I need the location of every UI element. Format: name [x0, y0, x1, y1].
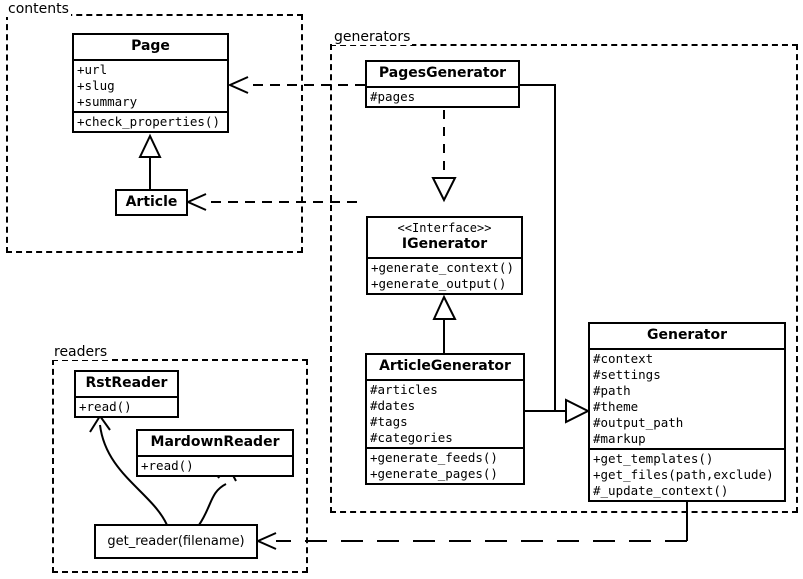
attribute: #dates — [370, 398, 416, 413]
class-articlegenerator[interactable]: ArticleGenerator #articles #dates #tags … — [365, 353, 525, 485]
package-contents — [6, 14, 303, 253]
class-pagesgenerator-attributes: #pages — [367, 86, 518, 106]
class-pagesgenerator[interactable]: PagesGenerator #pages — [365, 60, 520, 108]
attribute: +slug — [77, 78, 115, 93]
function-get-reader[interactable]: get_reader(filename) — [94, 524, 258, 559]
attribute: #pages — [370, 89, 416, 104]
attribute: #articles — [370, 382, 438, 397]
class-rstreader-methods: +read() — [76, 396, 177, 416]
method: #_update_context() — [593, 483, 729, 498]
class-article[interactable]: Article — [115, 189, 188, 216]
method: +get_files(path,exclude) — [593, 467, 774, 482]
method: +generate_context() — [371, 260, 514, 275]
attribute: #categories — [370, 430, 453, 445]
class-page-attributes: +url +slug +summary — [74, 59, 227, 111]
class-articlegenerator-name: ArticleGenerator — [379, 358, 511, 374]
class-generator-attributes: #context #settings #path #theme #output_… — [590, 348, 784, 448]
attribute: #context — [593, 351, 654, 366]
attribute: +summary — [77, 94, 138, 109]
attribute: +url — [77, 62, 108, 77]
function-get-reader-label: get_reader(filename) — [107, 534, 245, 549]
package-generators — [330, 44, 798, 513]
class-generator-name: Generator — [646, 327, 727, 343]
class-articlegenerator-attributes: #articles #dates #tags #categories — [367, 379, 523, 447]
class-igenerator-methods: +generate_context() +generate_output() — [368, 257, 521, 293]
method: +generate_output() — [371, 276, 507, 291]
attribute: #path — [593, 383, 631, 398]
attribute: #markup — [593, 431, 646, 446]
class-markdownreader[interactable]: MardownReader +read() — [136, 429, 294, 477]
class-page-name: Page — [131, 38, 170, 54]
class-page[interactable]: Page +url +slug +summary +check_properti… — [72, 33, 229, 133]
class-rstreader-name: RstReader — [85, 375, 168, 391]
package-generators-label: generators — [332, 29, 413, 45]
class-igenerator-stereotype: <<Interface>> — [397, 221, 492, 235]
class-generator[interactable]: Generator #context #settings #path #them… — [588, 322, 786, 502]
package-readers-label: readers — [52, 344, 110, 360]
class-markdownreader-methods: +read() — [138, 455, 292, 475]
class-generator-methods: +get_templates() +get_files(path,exclude… — [590, 448, 784, 500]
attribute: #settings — [593, 367, 661, 382]
class-articlegenerator-methods: +generate_feeds() +generate_pages() — [367, 447, 523, 483]
package-readers — [52, 359, 308, 573]
method: +read() — [79, 399, 132, 414]
class-article-name: Article — [125, 194, 178, 210]
method: +generate_pages() — [370, 466, 498, 481]
attribute: #output_path — [593, 415, 684, 430]
method: +generate_feeds() — [370, 450, 498, 465]
method: +check_properties() — [77, 114, 220, 129]
class-pagesgenerator-name: PagesGenerator — [378, 65, 507, 81]
class-igenerator-name: IGenerator — [401, 236, 488, 252]
attribute: #theme — [593, 399, 639, 414]
attribute: #tags — [370, 414, 408, 429]
class-markdownreader-name: MardownReader — [150, 434, 280, 450]
class-rstreader[interactable]: RstReader +read() — [74, 370, 179, 418]
method: +get_templates() — [593, 451, 714, 466]
class-igenerator[interactable]: <<Interface>> IGenerator +generate_conte… — [366, 216, 523, 295]
class-page-methods: +check_properties() — [74, 111, 227, 131]
package-contents-label: contents — [6, 1, 71, 17]
method: +read() — [141, 458, 194, 473]
